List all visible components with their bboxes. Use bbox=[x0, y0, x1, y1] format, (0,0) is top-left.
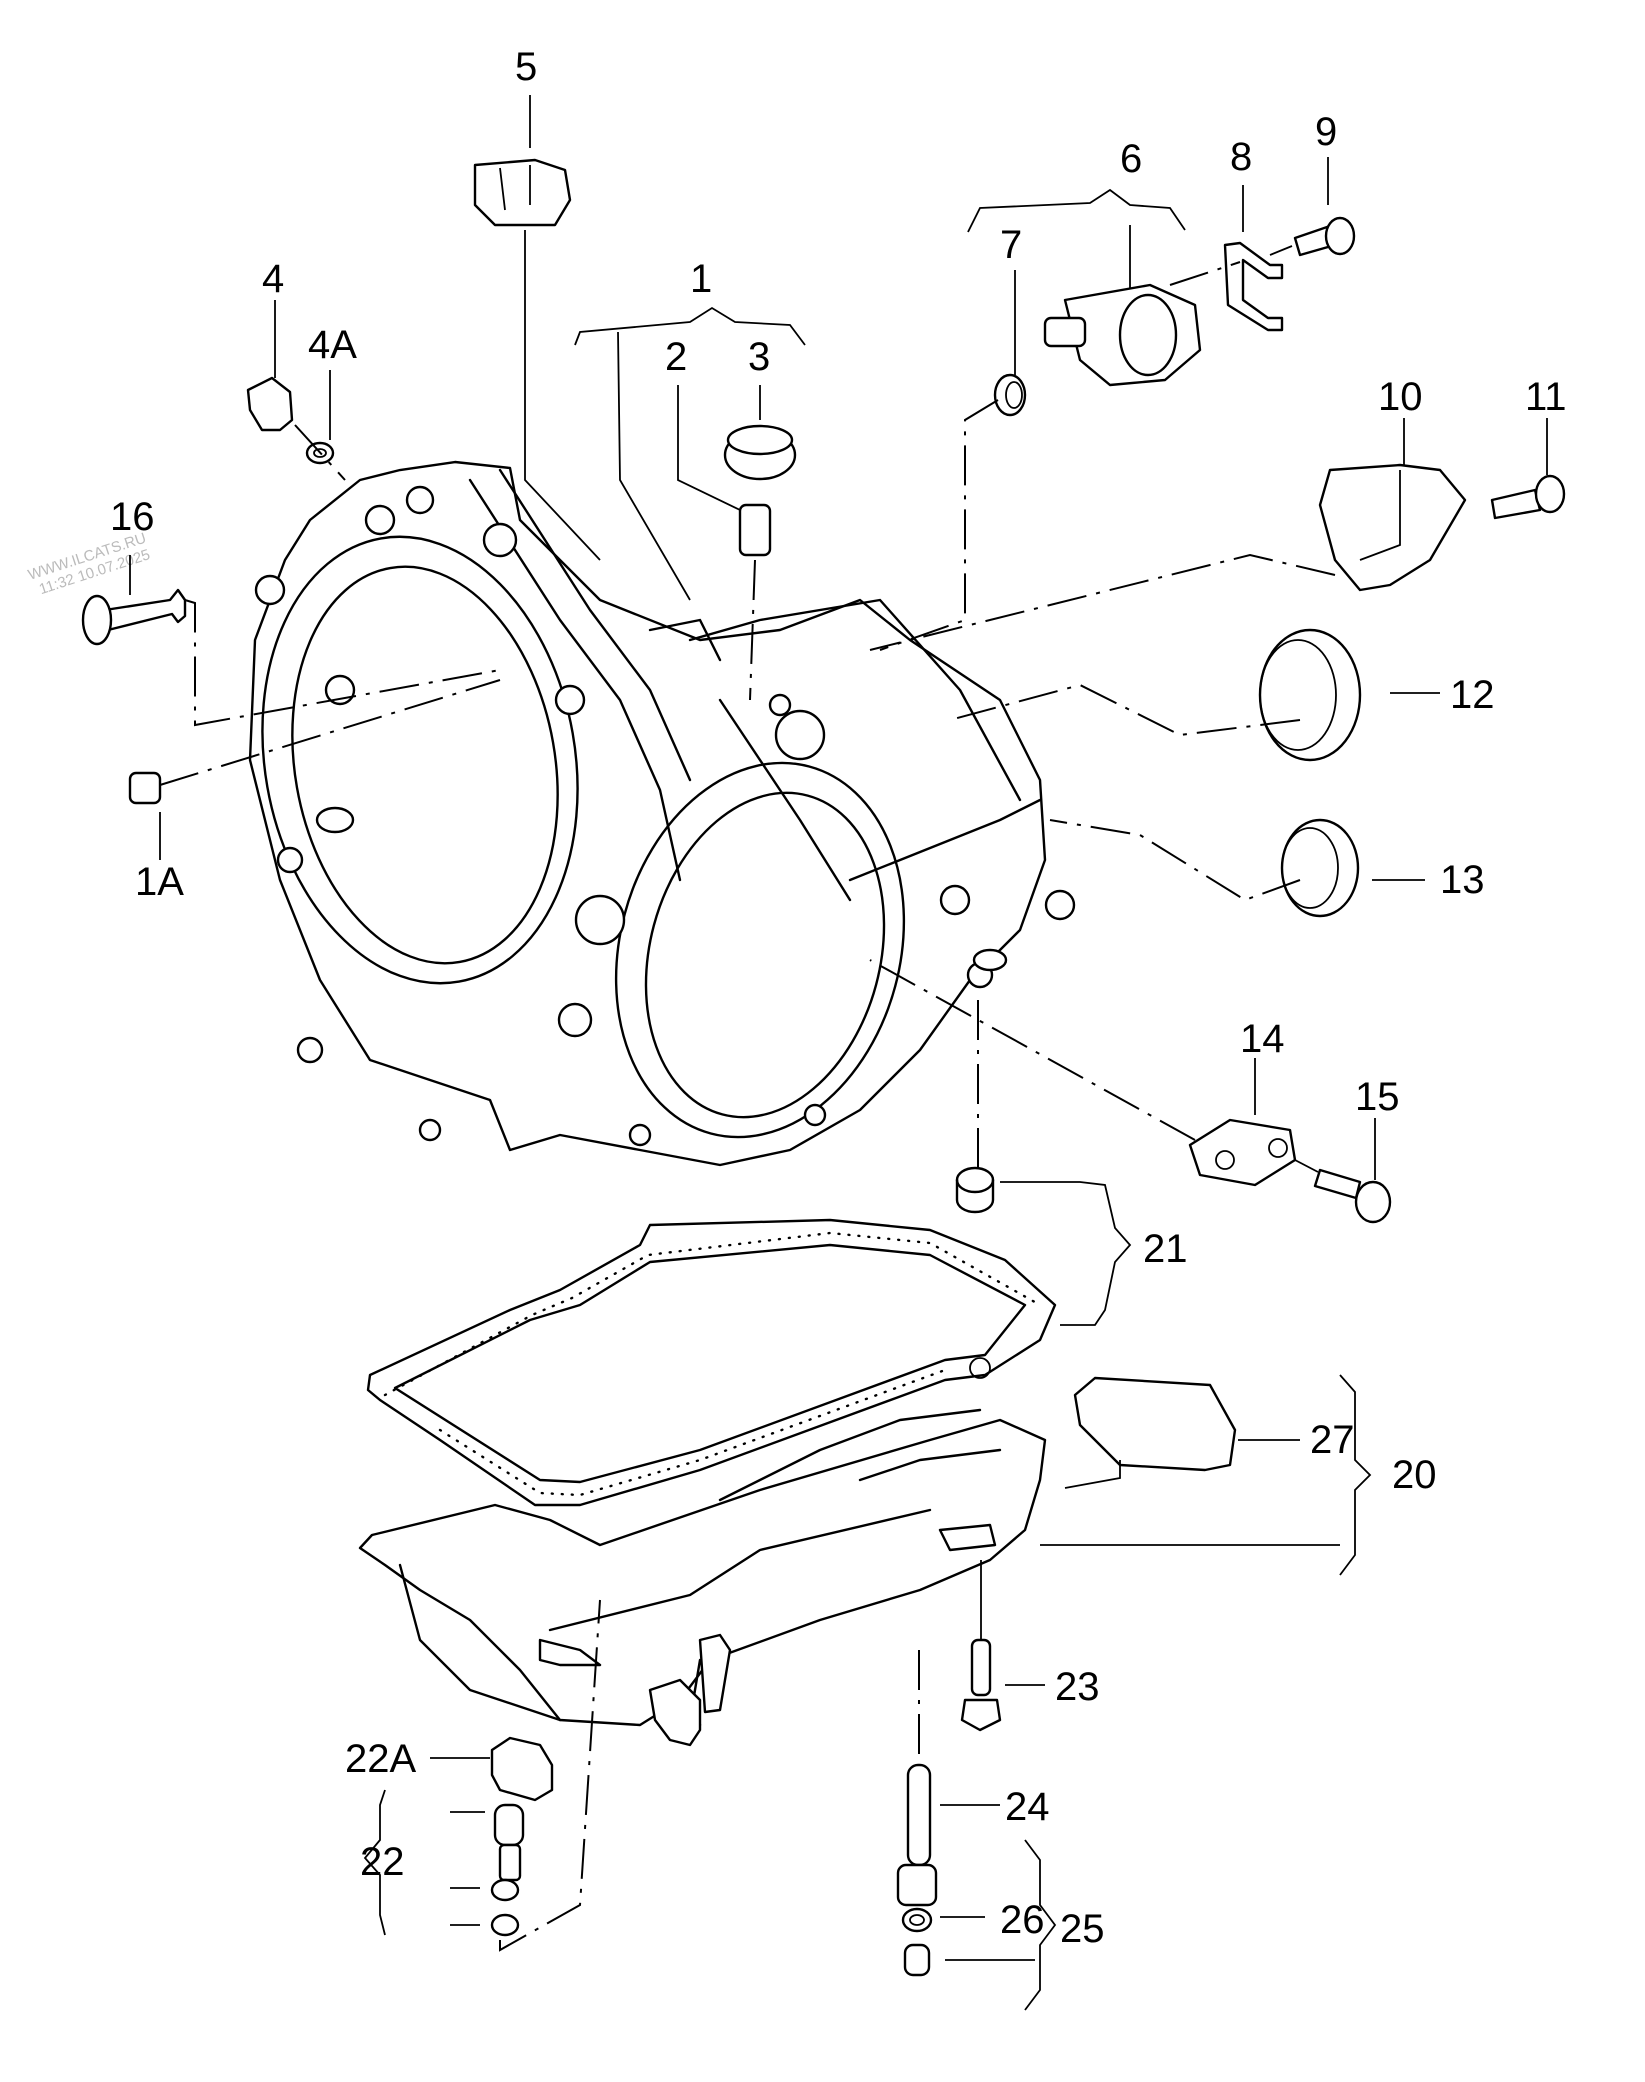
part-2[interactable]: 2 bbox=[665, 335, 772, 701]
part-15[interactable]: 15 bbox=[1294, 1075, 1400, 1224]
part-7[interactable]: 7 bbox=[879, 223, 1027, 651]
transmission-housing[interactable] bbox=[228, 460, 1076, 1170]
label-11: 11 bbox=[1525, 375, 1567, 419]
watermark: WWW.ILCATS.RU 11:32 10.07.2025 bbox=[26, 530, 152, 599]
part-5[interactable]: 5 bbox=[473, 45, 601, 561]
part-14[interactable]: 14 bbox=[869, 959, 1297, 1187]
label-9: 9 bbox=[1315, 110, 1337, 154]
label-20: 20 bbox=[1392, 1453, 1437, 1497]
oil-pan-gasket[interactable] bbox=[366, 1218, 1057, 1507]
part-4A[interactable]: 4A bbox=[294, 323, 357, 481]
part-9[interactable]: 9 bbox=[1269, 110, 1356, 257]
part-1A[interactable]: 1A bbox=[128, 679, 501, 904]
part-22[interactable]: 22 bbox=[360, 1599, 601, 1952]
label-3: 3 bbox=[748, 335, 770, 379]
label-24: 24 bbox=[1005, 1785, 1050, 1829]
label-23: 23 bbox=[1055, 1665, 1100, 1709]
part-23[interactable]: 23 bbox=[960, 1560, 1100, 1732]
part-26[interactable]: 26 bbox=[901, 1898, 1045, 1942]
label-27: 27 bbox=[1310, 1418, 1355, 1462]
label-5: 5 bbox=[515, 45, 537, 89]
label-15: 15 bbox=[1355, 1075, 1400, 1119]
label-21: 21 bbox=[1143, 1227, 1188, 1271]
part-13[interactable]: 13 bbox=[1049, 818, 1485, 918]
label-4A: 4A bbox=[308, 323, 357, 367]
label-6: 6 bbox=[1120, 137, 1142, 181]
oil-pan[interactable] bbox=[358, 1408, 1047, 1747]
label-25: 25 bbox=[1060, 1907, 1105, 1951]
label-12: 12 bbox=[1450, 673, 1495, 717]
part-11[interactable]: 11 bbox=[1490, 375, 1567, 520]
label-7: 7 bbox=[1000, 223, 1022, 267]
part-10[interactable]: 10 bbox=[869, 375, 1467, 651]
part-3[interactable]: 3 bbox=[723, 335, 797, 481]
label-22A: 22A bbox=[345, 1737, 416, 1781]
part-27[interactable]: 27 bbox=[1064, 1376, 1355, 1489]
part-25[interactable]: 25 bbox=[903, 1839, 1105, 2011]
label-14: 14 bbox=[1240, 1017, 1285, 1061]
part-8[interactable]: 8 bbox=[1169, 135, 1284, 332]
part-22A[interactable]: 22A bbox=[345, 1736, 554, 1802]
label-22: 22 bbox=[360, 1840, 405, 1884]
label-4: 4 bbox=[262, 257, 284, 301]
part-6[interactable]: 6 bbox=[967, 137, 1202, 387]
label-13: 13 bbox=[1440, 858, 1485, 902]
label-16: 16 bbox=[110, 495, 155, 539]
part-21-bushing[interactable]: 21 bbox=[955, 1000, 1188, 1326]
label-8: 8 bbox=[1230, 135, 1252, 179]
label-1A: 1A bbox=[135, 860, 184, 904]
part-4[interactable]: 4 bbox=[246, 257, 294, 432]
part-24[interactable]: 24 bbox=[896, 1650, 1050, 1907]
label-10: 10 bbox=[1378, 375, 1423, 419]
callout-20[interactable]: 20 bbox=[1040, 1374, 1437, 1576]
label-26: 26 bbox=[1000, 1898, 1045, 1942]
part-12[interactable]: 12 bbox=[949, 628, 1495, 762]
label-1: 1 bbox=[690, 257, 712, 301]
label-2: 2 bbox=[665, 335, 687, 379]
part-16[interactable]: 16 bbox=[81, 495, 501, 727]
callout-1[interactable]: 1 bbox=[574, 257, 806, 601]
